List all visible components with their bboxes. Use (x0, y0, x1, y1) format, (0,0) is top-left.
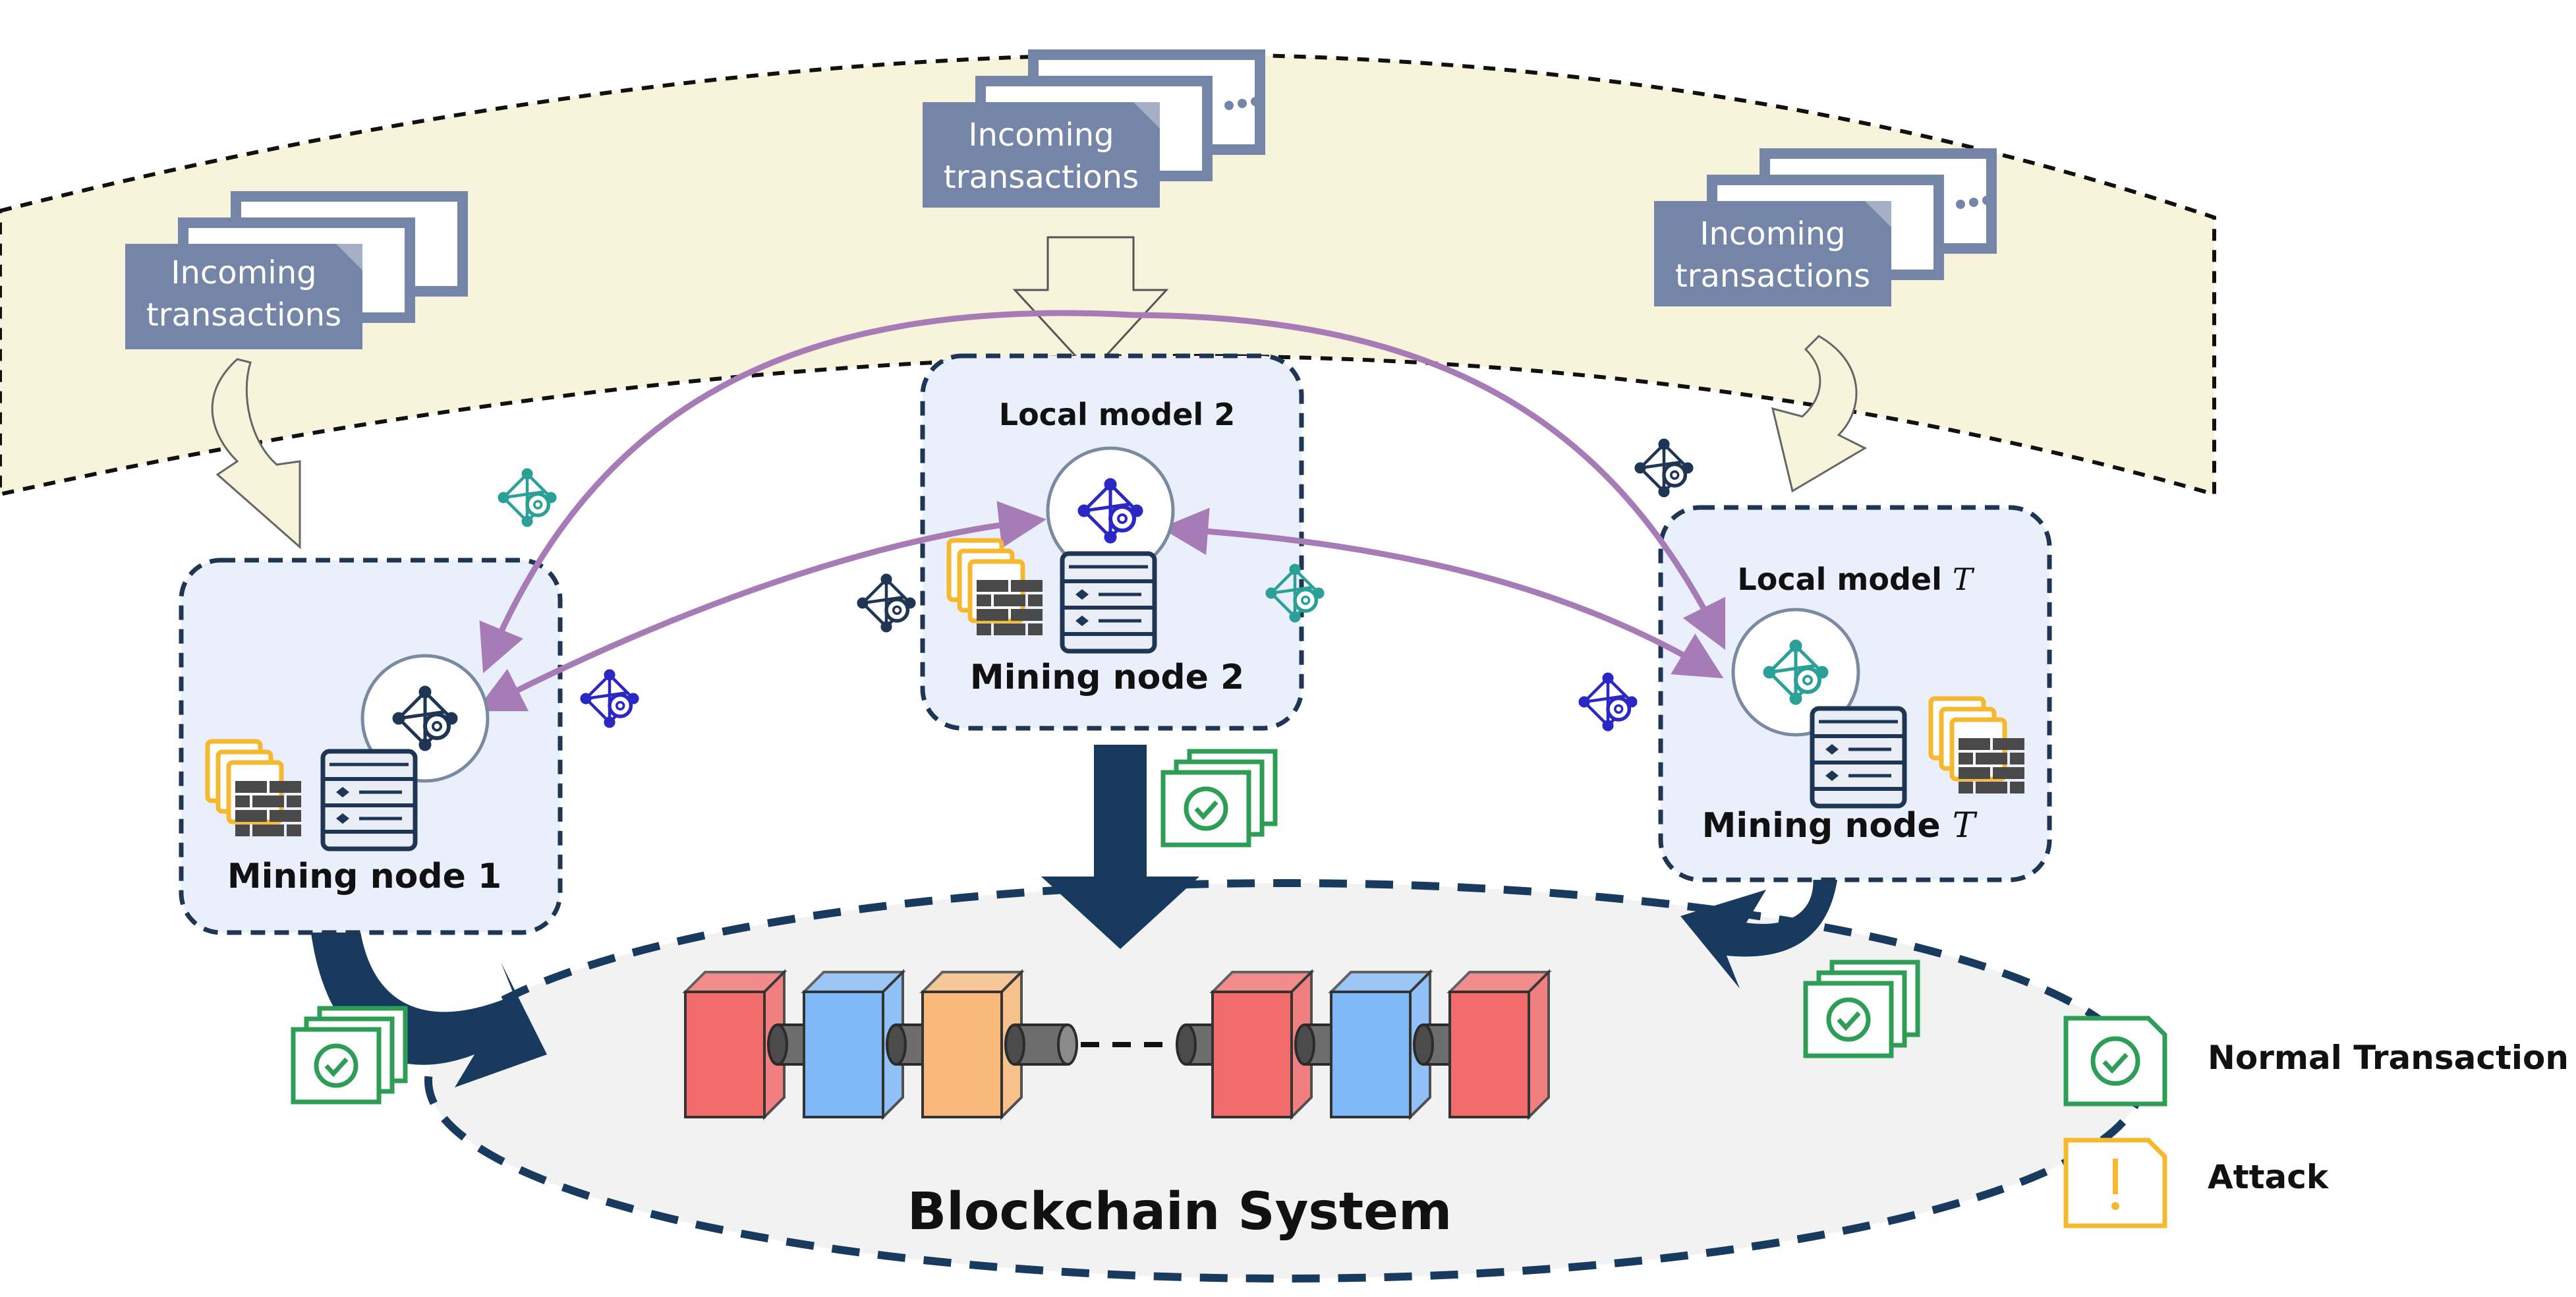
model-exchange-arrow-node1-node2 (475, 501, 1046, 712)
node2-to-chain-arrow (1041, 745, 1199, 949)
incoming-transactions-left: Incoming transactions (125, 191, 468, 349)
incoming-right-line2: transactions (1675, 258, 1870, 295)
incoming-arrow-center (1012, 236, 1169, 374)
mining-node-T-prefix: Mining node (1702, 806, 1953, 846)
mining-node-1: Mining node 1 (208, 654, 501, 896)
legend-attack-label: Attack (2208, 1158, 2330, 1196)
normal-transactions-left (293, 1008, 405, 1102)
floating-model-icon-2 (581, 670, 639, 728)
connector-3 (1004, 1023, 1078, 1066)
mining-node-2-label: Mining node 2 (970, 658, 1244, 697)
local-model-2-label: Local model 2 (999, 397, 1235, 432)
check-document-icon (2063, 1016, 2167, 1107)
incoming-left-line2: transactions (146, 297, 341, 333)
incoming-center-line1: Incoming (968, 117, 1114, 154)
incoming-arrow-right (1771, 335, 1868, 493)
normal-transactions-center (1163, 751, 1275, 845)
server-icon-T (1812, 708, 1904, 806)
mining-node-T-symbol: T (1953, 806, 1978, 846)
floating-model-icon-1 (498, 469, 556, 527)
incoming-right-line1: Incoming (1700, 216, 1845, 252)
server-icon-2 (1062, 554, 1155, 651)
incoming-left-line1: Incoming (171, 254, 316, 291)
local-model-T-label: Local model T (1737, 562, 1974, 597)
floating-model-icon-5 (1635, 439, 1693, 497)
block-6 (1448, 971, 1550, 1118)
local-model-T-symbol: T (1953, 562, 1975, 597)
normal-transactions-right (1806, 962, 1918, 1056)
blockchain-system-label: Blockchain System (907, 1182, 1452, 1242)
mining-node-1-label: Mining node 1 (227, 857, 501, 896)
mining-node-2: Local model 2 Mining node 2 (949, 397, 1244, 697)
incoming-transactions-right: Incoming transactions (1654, 148, 1997, 306)
exclamation-document-icon (2063, 1138, 2167, 1228)
mining-node-T: Local model T Mining node T (1702, 562, 2024, 846)
incoming-center-line2: transactions (944, 159, 1139, 196)
floating-model-icon-3 (857, 574, 915, 632)
server-icon-1 (323, 751, 415, 849)
legend-normal-label: Normal Transaction (2208, 1039, 2569, 1077)
nodeT-to-chain-arrow (1680, 870, 1839, 989)
mining-node-T-label: Mining node T (1702, 806, 1978, 846)
local-model-T-prefix: Local model (1737, 562, 1952, 597)
incoming-transactions-center: Incoming transactions (923, 49, 1265, 208)
model-exchange-arrow-node2-nodeT (1160, 507, 1724, 679)
incoming-arrow-left (211, 358, 301, 550)
legend: Normal Transaction Attack (2063, 1016, 2569, 1228)
floating-model-icon-6 (1579, 673, 1637, 731)
